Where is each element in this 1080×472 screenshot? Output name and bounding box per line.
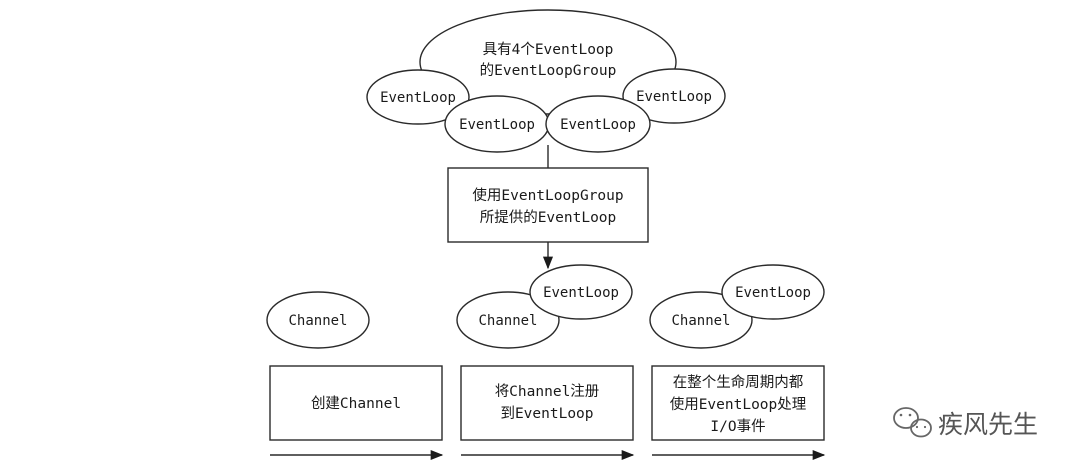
assign-eventloop-box: 使用EventLoopGroup 所提供的EventLoop bbox=[447, 167, 649, 243]
group-eventloop-4 bbox=[622, 68, 726, 124]
stage3-channel-label: Channel bbox=[671, 313, 730, 329]
group-label-line1: 具有4个EventLoop bbox=[483, 41, 614, 58]
group-eventloop-3 bbox=[545, 95, 651, 153]
eventloop-group: 具有4个EventLoop 的EventLoopGroup EventLoop … bbox=[366, 9, 726, 153]
stage3-box-line3: I/O事件 bbox=[710, 418, 765, 435]
stage3-box bbox=[651, 365, 825, 441]
assign-box-line2: 所提供的EventLoop bbox=[480, 209, 617, 226]
group-label-line2: 的EventLoopGroup bbox=[480, 62, 617, 79]
stage2-eventloop-ellipse bbox=[529, 264, 633, 320]
stage2-eventloop-label: EventLoop bbox=[543, 285, 619, 301]
stage-process-io: Channel EventLoop 在整个生命周期内都 使用EventLoop处… bbox=[649, 264, 826, 461]
stage3-box-line2: 使用EventLoop处理 bbox=[670, 396, 807, 413]
stage3-eventloop-ellipse bbox=[721, 264, 825, 320]
stage2-box-line2: 到EventLoop bbox=[500, 405, 593, 422]
group-eventloop-2-label: EventLoop bbox=[459, 117, 535, 133]
group-eventloop-4-label: EventLoop bbox=[636, 89, 712, 105]
stage3-channel-ellipse bbox=[649, 291, 753, 349]
wechat-icon bbox=[893, 407, 932, 438]
eventloop-group-ellipse bbox=[419, 9, 677, 115]
watermark: 疾风先生 bbox=[893, 407, 1038, 439]
stage1-box-line1: 创建Channel bbox=[311, 395, 401, 412]
stage2-channel-label: Channel bbox=[478, 313, 537, 329]
stage-register-channel: Channel EventLoop 将Channel注册 到EventLoop bbox=[456, 264, 635, 461]
stage3-box-line1: 在整个生命周期内都 bbox=[673, 373, 804, 391]
stage1-channel-ellipse bbox=[266, 291, 370, 349]
stage3-eventloop-label: EventLoop bbox=[735, 285, 811, 301]
group-eventloop-1 bbox=[366, 69, 470, 125]
stage2-channel-ellipse bbox=[456, 291, 560, 349]
stage2-box bbox=[460, 365, 634, 441]
stage2-box-line1: 将Channel注册 bbox=[495, 383, 600, 400]
stage1-channel-label: Channel bbox=[288, 313, 347, 329]
group-eventloop-1-label: EventLoop bbox=[380, 90, 456, 106]
group-eventloop-3-label: EventLoop bbox=[560, 117, 636, 133]
assign-box-line1: 使用EventLoopGroup bbox=[472, 187, 623, 204]
stage1-box bbox=[269, 365, 443, 441]
stage-create-channel: Channel 创建Channel bbox=[266, 291, 444, 461]
assign-box-rect bbox=[447, 167, 649, 243]
watermark-text: 疾风先生 bbox=[938, 410, 1038, 439]
